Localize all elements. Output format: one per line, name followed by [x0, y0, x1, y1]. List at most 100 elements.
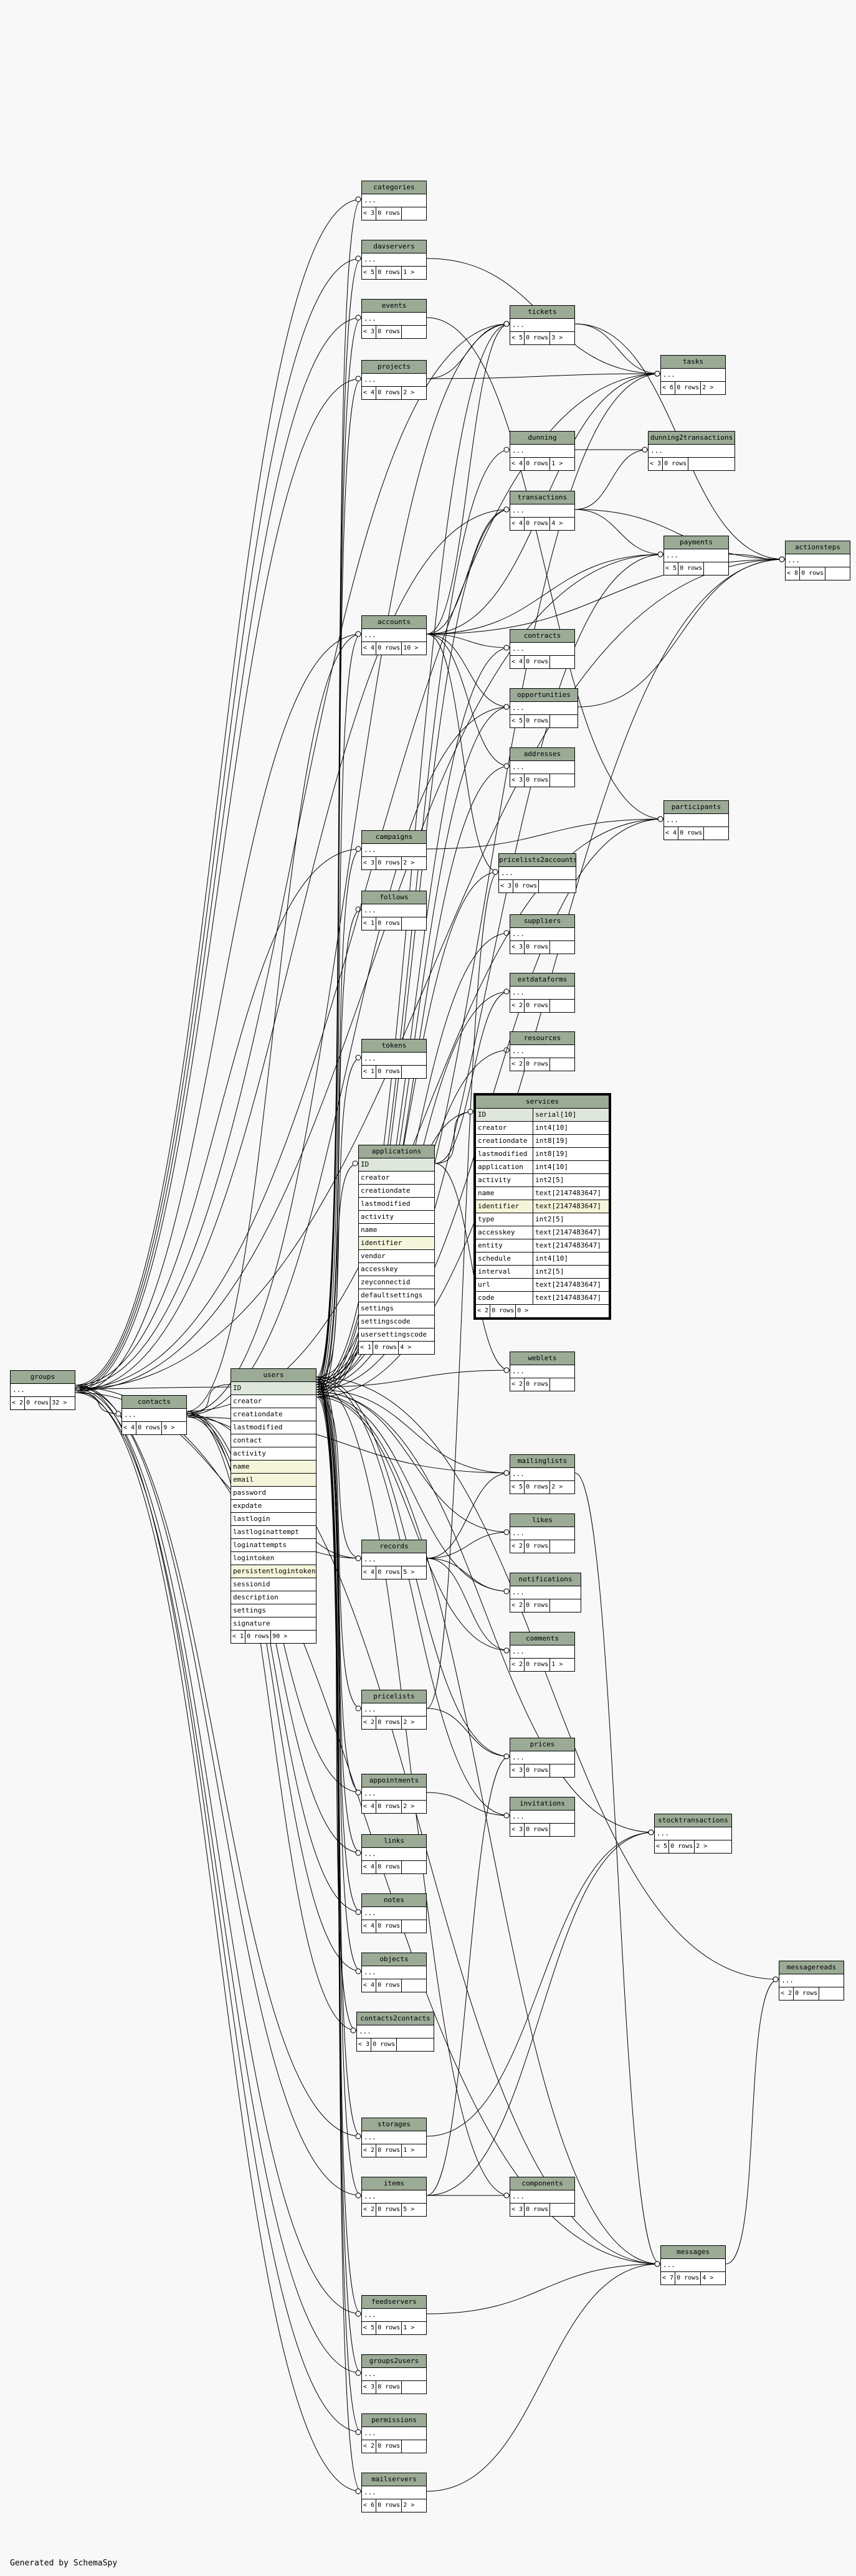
table-name[interactable]: mailinglists — [510, 1454, 575, 1468]
table-name[interactable]: groups — [10, 1370, 75, 1384]
table-name[interactable]: contacts — [121, 1395, 187, 1409]
table-name[interactable]: contracts — [510, 629, 575, 643]
table-name[interactable]: groups2users — [361, 2354, 427, 2368]
table-name[interactable]: objects — [361, 1953, 427, 1966]
table-name[interactable]: messagereads — [779, 1961, 844, 1974]
table-name[interactable]: feedservers — [361, 2295, 427, 2309]
table-name[interactable]: campaigns — [361, 830, 427, 844]
table-name[interactable]: components — [510, 2177, 575, 2190]
table-name[interactable]: events — [361, 299, 427, 313]
table-name[interactable]: notifications — [510, 1573, 581, 1586]
table-name[interactable]: transactions — [510, 491, 575, 504]
table-name[interactable]: messages — [660, 2245, 726, 2259]
table-name[interactable]: follows — [361, 891, 427, 904]
table-name[interactable]: davservers — [361, 240, 427, 253]
table-name[interactable]: payments — [663, 536, 729, 549]
table-name[interactable]: items — [361, 2177, 427, 2190]
table-name[interactable]: participants — [663, 800, 729, 814]
table-name[interactable]: invitations — [510, 1797, 575, 1811]
table-name[interactable]: prices — [510, 1738, 575, 1751]
table-name[interactable]: links — [361, 1834, 427, 1848]
table-name[interactable]: categories — [361, 181, 427, 194]
table-name[interactable]: dunning — [510, 431, 575, 445]
table-name[interactable]: pricelists — [361, 1690, 427, 1703]
table-name[interactable]: mailservers — [361, 2473, 427, 2486]
table-name[interactable]: storages — [361, 2118, 427, 2131]
table-name[interactable]: likes — [510, 1513, 575, 1527]
table-name[interactable]: notes — [361, 1893, 427, 1907]
table-name[interactable]: appointments — [361, 1774, 427, 1788]
table-name[interactable]: stocktransactions — [654, 1814, 732, 1827]
table-name[interactable]: pricelists2accounts — [498, 853, 576, 867]
table-name[interactable]: tasks — [660, 355, 726, 369]
table-name[interactable]: comments — [510, 1632, 575, 1646]
table-name[interactable]: services — [475, 1095, 609, 1109]
table-name[interactable]: accounts — [361, 615, 427, 629]
table-name[interactable]: users — [231, 1368, 316, 1382]
table-name[interactable]: opportunities — [510, 688, 578, 702]
table-name[interactable]: weblets — [510, 1352, 575, 1365]
table-name[interactable]: records — [361, 1540, 427, 1553]
table-name[interactable]: permissions — [361, 2413, 427, 2427]
table-name[interactable]: actionsteps — [785, 541, 850, 554]
table-name[interactable]: tokens — [361, 1039, 427, 1053]
table-name[interactable]: addresses — [510, 747, 575, 761]
table-name[interactable]: applications — [358, 1145, 435, 1158]
table-name[interactable]: projects — [361, 360, 427, 374]
table-name[interactable]: dunning2transactions — [648, 431, 735, 445]
table-name[interactable]: suppliers — [510, 914, 575, 928]
table-name[interactable]: extdataforms — [510, 973, 575, 987]
